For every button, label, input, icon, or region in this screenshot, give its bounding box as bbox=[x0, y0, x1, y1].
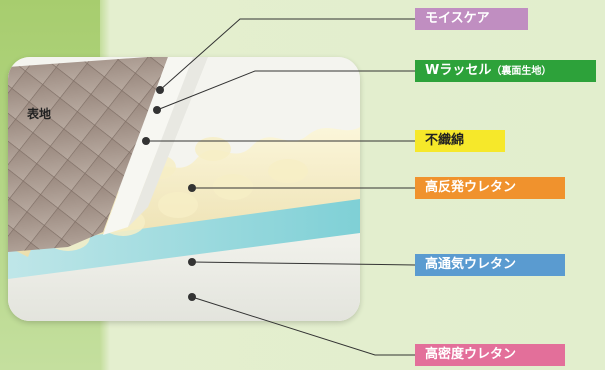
high-density-text: 高密度ウレタン bbox=[425, 347, 517, 362]
nonwoven-label: 不織綿 bbox=[415, 130, 505, 152]
high-breathability-label: 高通気ウレタン bbox=[415, 254, 565, 276]
w-russel-sub-text: （裏面生地） bbox=[491, 66, 552, 77]
w-russel-label: Wラッセル（裏面生地） bbox=[415, 60, 596, 82]
mattress-cross-section-image bbox=[8, 57, 360, 321]
nonwoven-text: 不織綿 bbox=[425, 133, 465, 148]
mattress-illustration bbox=[8, 57, 360, 321]
w-russel-text: Wラッセル bbox=[425, 63, 492, 78]
high-breathability-text: 高通気ウレタン bbox=[425, 257, 517, 272]
surface-fabric-label: 表地 bbox=[27, 107, 52, 121]
high-resilience-text: 高反発ウレタン bbox=[425, 180, 517, 195]
moisture-care-text: モイスケア bbox=[425, 11, 490, 26]
breathable-layer bbox=[8, 197, 360, 279]
quilted-top-fabric bbox=[8, 57, 168, 252]
high-resilience-label: 高反発ウレタン bbox=[415, 177, 565, 199]
high-density-label: 高密度ウレタン bbox=[415, 344, 565, 366]
moisture-care-label: モイスケア bbox=[415, 8, 528, 30]
